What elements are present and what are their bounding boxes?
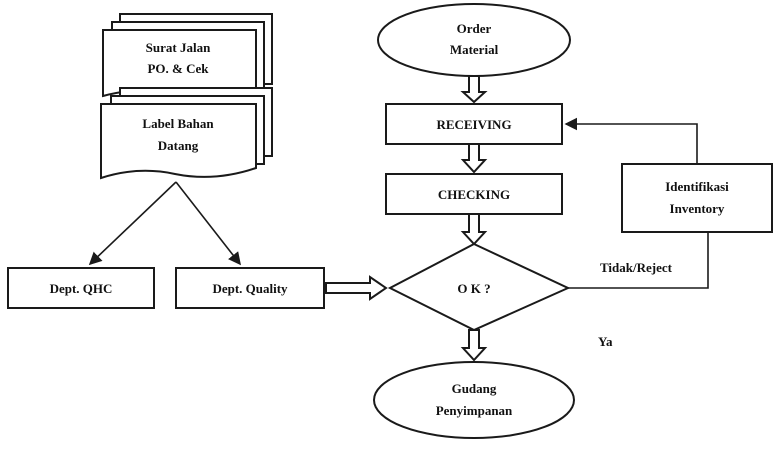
- start-line-2: Material: [450, 42, 499, 57]
- receiving-box: RECEIVING: [385, 103, 563, 145]
- end-line-2: Penyimpanan: [436, 403, 513, 418]
- arrow-doc-to-qhc: [88, 181, 177, 266]
- arrow-start-to-receiving: [460, 75, 488, 104]
- doc-top-line-2: PO. & Cek: [147, 61, 209, 76]
- doc-bottom-line-1: Label Bahan: [142, 116, 214, 131]
- end-line-1: Gudang: [452, 381, 497, 396]
- end-ellipse: Gudang Penyimpanan: [373, 361, 575, 439]
- identifikasi-line-2: Inventory: [670, 201, 725, 216]
- arrow-doc-to-quality: [175, 181, 241, 266]
- document-stack-bottom: Label Bahan Datang: [100, 87, 273, 180]
- identifikasi-line-1: Identifikasi: [665, 179, 729, 194]
- dept-quality-box: Dept. Quality: [175, 267, 325, 309]
- arrow-decision-to-end: [460, 329, 488, 362]
- tidak-label: Tidak/Reject: [600, 260, 673, 275]
- dept-qhc-label: Dept. QHC: [50, 281, 113, 296]
- receiving-label: RECEIVING: [436, 117, 511, 132]
- line-decision-to-identifikasi: [568, 232, 709, 289]
- arrow-identifikasi-to-receiving: [564, 117, 698, 164]
- decision-diamond: O K ?: [387, 242, 571, 332]
- checking-box: CHECKING: [385, 173, 563, 215]
- decision-label: O K ?: [457, 281, 490, 296]
- arrow-receiving-to-checking: [460, 143, 488, 174]
- yes-label: Ya: [598, 334, 613, 349]
- dept-qhc-box: Dept. QHC: [7, 267, 155, 309]
- checking-label: CHECKING: [438, 187, 510, 202]
- identifikasi-box: Identifikasi Inventory: [621, 163, 773, 233]
- start-ellipse: Order Material: [377, 3, 571, 77]
- arrow-quality-to-decision: [325, 275, 388, 301]
- doc-top-line-1: Surat Jalan: [146, 40, 211, 55]
- arrow-checking-to-decision: [460, 213, 488, 246]
- start-line-1: Order: [457, 21, 492, 36]
- document-stack-top: Surat Jalan PO. & Cek: [102, 13, 273, 99]
- doc-bottom-line-2: Datang: [158, 138, 199, 153]
- dept-quality-label: Dept. Quality: [212, 281, 288, 296]
